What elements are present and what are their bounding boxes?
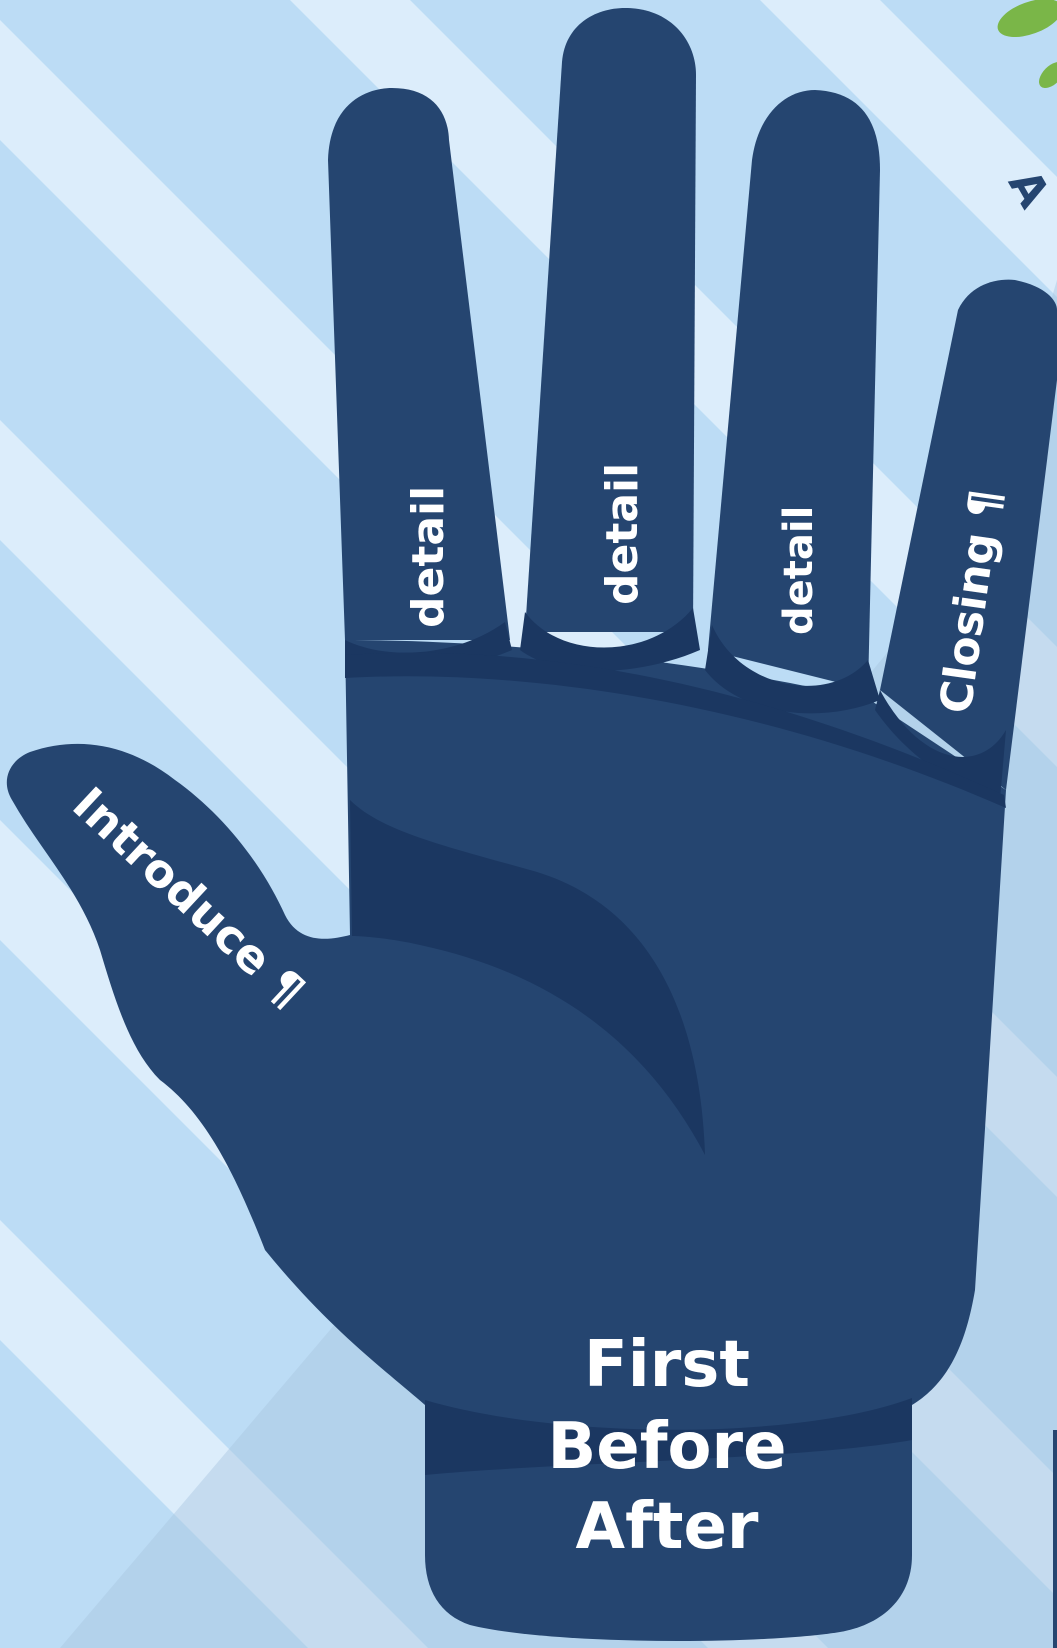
wrist-line-first: First — [584, 1328, 750, 1402]
wrist-line-before: Before — [548, 1410, 787, 1484]
right-edge-bar — [1053, 1430, 1057, 1648]
middle-finger-label: detail — [597, 463, 648, 605]
wrist-line-after: After — [576, 1490, 759, 1564]
index-finger-label: detail — [403, 486, 454, 628]
ring-finger-label: detail — [776, 506, 822, 635]
